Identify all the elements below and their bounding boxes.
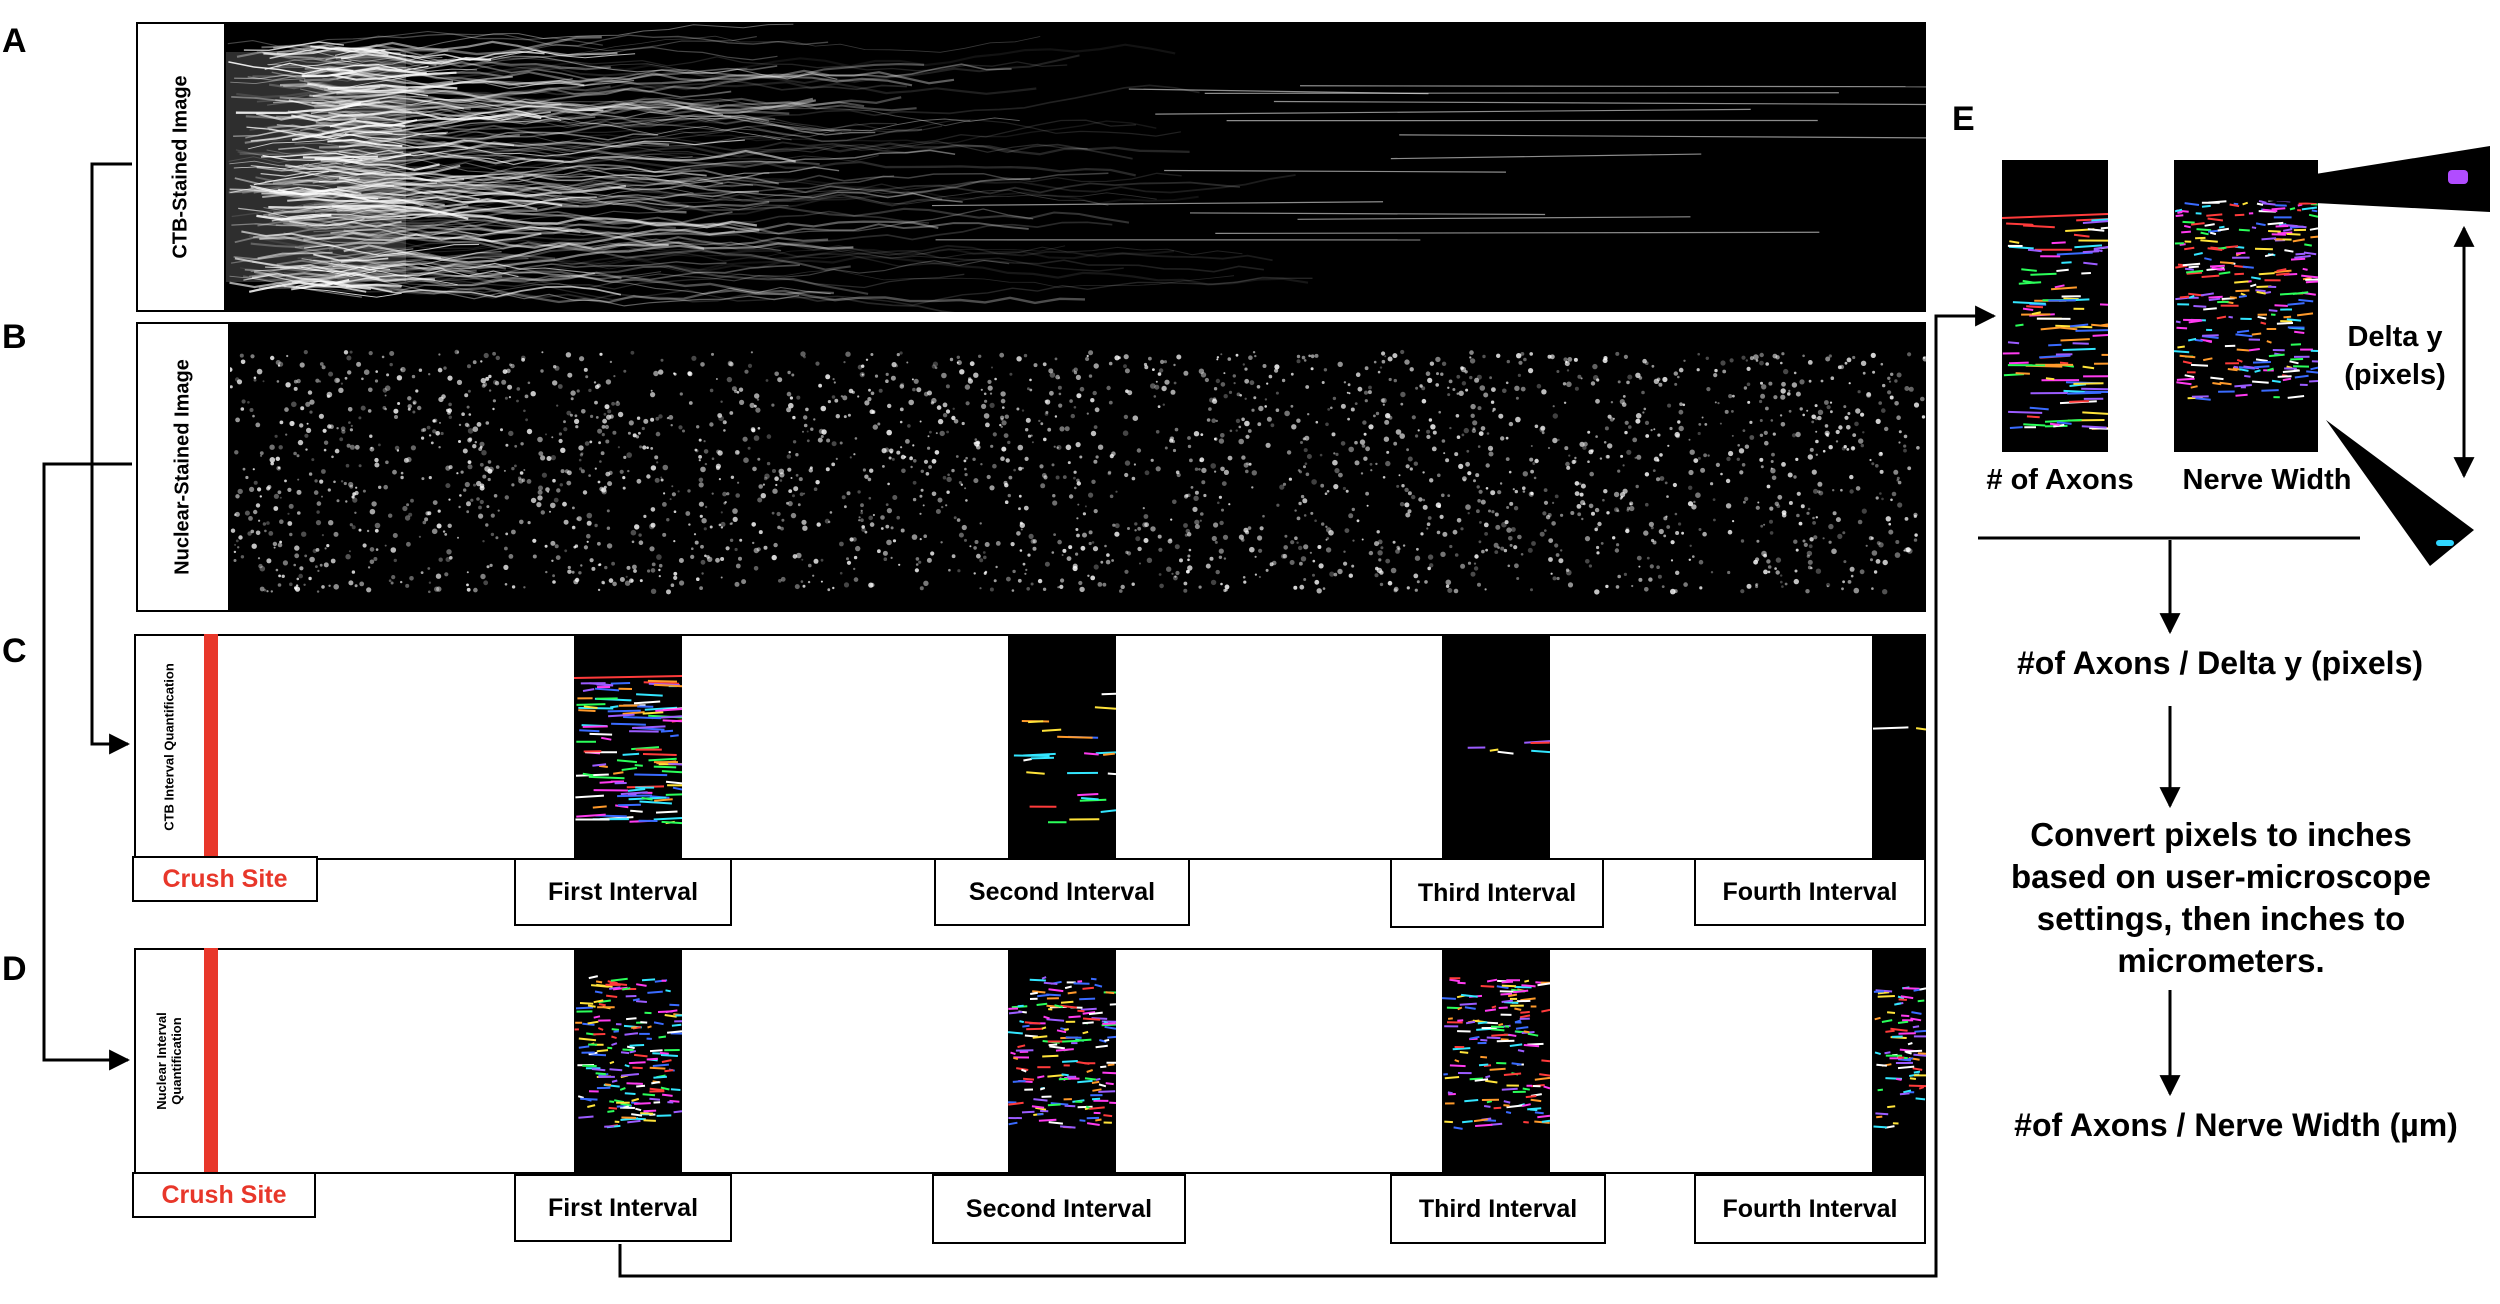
panel-letter-e: E bbox=[1952, 100, 1975, 138]
connector-b-to-d bbox=[42, 462, 132, 1071]
ctb-crush-site-label: Crush Site bbox=[132, 856, 318, 902]
nerve-width-label: Nerve Width bbox=[2182, 464, 2352, 496]
ctb-crush-bar bbox=[204, 634, 218, 860]
zoom-callout-bottom bbox=[2326, 420, 2474, 566]
ctb-image-label-box: CTB-Stained Image bbox=[136, 22, 226, 312]
connector-d-to-e bbox=[618, 305, 1997, 1278]
panel-letter-d: D bbox=[2, 950, 27, 988]
fiber-group bbox=[227, 23, 1926, 312]
ctb-bright-origin bbox=[226, 52, 406, 282]
nuclear-third-interval-label: Third Interval bbox=[1390, 1174, 1606, 1244]
nuclear-first-interval-label: First Interval bbox=[514, 1174, 732, 1242]
trace-group bbox=[575, 679, 682, 825]
step-axons-per-delta-y: #of Axons / Delta y (pixels) bbox=[2016, 645, 2424, 681]
axon-count-label: # of Axons bbox=[1986, 464, 2134, 496]
ctb-stained-image bbox=[226, 22, 1926, 312]
ctb-interval-4-strip bbox=[1872, 634, 1926, 860]
ctb-second-interval-label: Second Interval bbox=[934, 858, 1190, 926]
panel-letter-a: A bbox=[2, 22, 27, 60]
trace-group bbox=[1467, 740, 1550, 755]
ctb-interval-1-strip bbox=[574, 634, 682, 860]
purple-marker bbox=[2448, 170, 2468, 184]
nuclear-quant-label-box: Nuclear Interval Quantification bbox=[134, 948, 202, 1174]
trace-group bbox=[2002, 218, 2108, 430]
ctb-quant-label-box: CTB Interval Quantification bbox=[134, 634, 202, 860]
ctb-stain-fibers bbox=[226, 23, 1926, 312]
nuclear-crush-site-label: Crush Site bbox=[132, 1172, 316, 1218]
trace-group bbox=[1008, 976, 1116, 1129]
step-convert-line-3: settings, then inches to bbox=[2036, 900, 2406, 937]
ctb-third-interval-label: Third Interval bbox=[1390, 858, 1604, 928]
nuclear-interval-4-strip bbox=[1872, 948, 1926, 1174]
trace-group bbox=[1013, 692, 1116, 824]
nuclear-stain-dots bbox=[230, 349, 1926, 595]
trace-group bbox=[574, 975, 682, 1129]
nuclear-interval-1-strip bbox=[574, 948, 682, 1174]
panel-letter-c: C bbox=[2, 632, 27, 670]
step-axons-per-nerve-width: #of Axons / Nerve Width (µm) bbox=[2014, 1107, 2458, 1143]
nuclear-interval-3-strip bbox=[1442, 948, 1550, 1174]
nuclear-image-label-box: Nuclear-Stained Image bbox=[136, 322, 230, 612]
zoom-callout-top bbox=[2178, 146, 2490, 212]
delta-y-label-line-1: Delta y bbox=[2347, 321, 2443, 353]
trace-group bbox=[2174, 198, 2318, 401]
delta-y-label: Delta y (pixels) bbox=[2330, 318, 2460, 394]
nerve-width-strip bbox=[2174, 160, 2318, 452]
axon-count-strip bbox=[2002, 160, 2108, 452]
trace-group bbox=[1873, 986, 1926, 1129]
step-convert-line-4: micrometers. bbox=[2117, 942, 2325, 979]
ctb-interval-2-strip bbox=[1008, 634, 1116, 860]
cyan-marker bbox=[2436, 540, 2454, 546]
ctb-interval-3-strip bbox=[1442, 634, 1550, 860]
step-convert-line-1: Convert pixels to inches bbox=[2030, 816, 2412, 853]
nuclear-interval-2-strip bbox=[1008, 948, 1116, 1174]
trace-group bbox=[1872, 726, 1926, 731]
step-convert-units: Convert pixels to inches based on user-m… bbox=[1956, 814, 2486, 982]
delta-y-label-line-2: (pixels) bbox=[2344, 359, 2446, 391]
step-convert-line-2: based on user-microscope bbox=[2011, 858, 2431, 895]
nuclear-stained-image bbox=[230, 322, 1926, 612]
ctb-fourth-interval-label: Fourth Interval bbox=[1694, 858, 1926, 926]
nuclei-group bbox=[230, 349, 1926, 595]
panel-letter-b: B bbox=[2, 318, 27, 356]
nuclear-crush-bar bbox=[204, 948, 218, 1174]
nuclear-second-interval-label: Second Interval bbox=[932, 1174, 1186, 1244]
connector-a-to-c bbox=[90, 162, 132, 755]
ctb-first-interval-label: First Interval bbox=[514, 858, 732, 926]
nuclear-fourth-interval-label: Fourth Interval bbox=[1694, 1174, 1926, 1244]
trace-group bbox=[1442, 977, 1550, 1130]
